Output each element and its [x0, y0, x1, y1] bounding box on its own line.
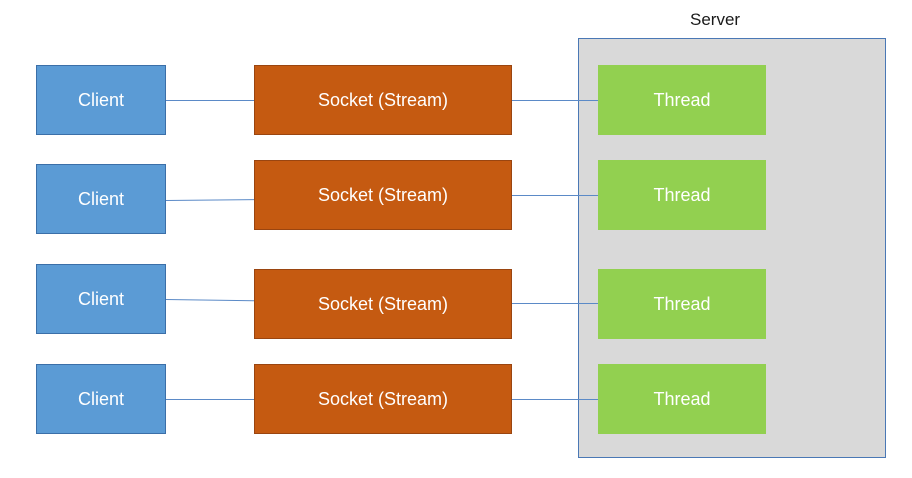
socket-thread-connector	[512, 399, 598, 400]
socket-label: Socket (Stream)	[317, 388, 449, 409]
socket-label: Socket (Stream)	[317, 184, 449, 205]
thread-label: Thread	[653, 293, 711, 314]
client-label: Client	[77, 89, 125, 110]
thread-label: Thread	[653, 89, 711, 110]
socket-box: Socket (Stream)	[254, 364, 512, 434]
server-label: Server	[690, 10, 741, 29]
thread-box: Thread	[598, 160, 766, 230]
socket-thread-connector	[512, 100, 598, 101]
socket-box: Socket (Stream)	[254, 160, 512, 230]
socket-label: Socket (Stream)	[317, 89, 449, 110]
client-socket-connector	[166, 100, 254, 101]
socket-thread-connector	[512, 195, 598, 196]
client-socket-connector	[166, 399, 254, 400]
client-box: Client	[36, 65, 166, 135]
thread-label: Thread	[653, 388, 711, 409]
thread-box: Thread	[598, 65, 766, 135]
socket-box: Socket (Stream)	[254, 269, 512, 339]
client-box: Client	[36, 364, 166, 434]
socket-box: Socket (Stream)	[254, 65, 512, 135]
client-label: Client	[77, 288, 125, 309]
client-socket-connector	[165, 199, 255, 201]
socket-label: Socket (Stream)	[317, 293, 449, 314]
client-label: Client	[77, 388, 125, 409]
socket-thread-connector	[512, 303, 598, 304]
thread-box: Thread	[598, 364, 766, 434]
client-box: Client	[36, 264, 166, 334]
client-label: Client	[77, 188, 125, 209]
client-box: Client	[36, 164, 166, 234]
client-socket-connector	[165, 299, 254, 302]
thread-box: Thread	[598, 269, 766, 339]
thread-label: Thread	[653, 184, 711, 205]
